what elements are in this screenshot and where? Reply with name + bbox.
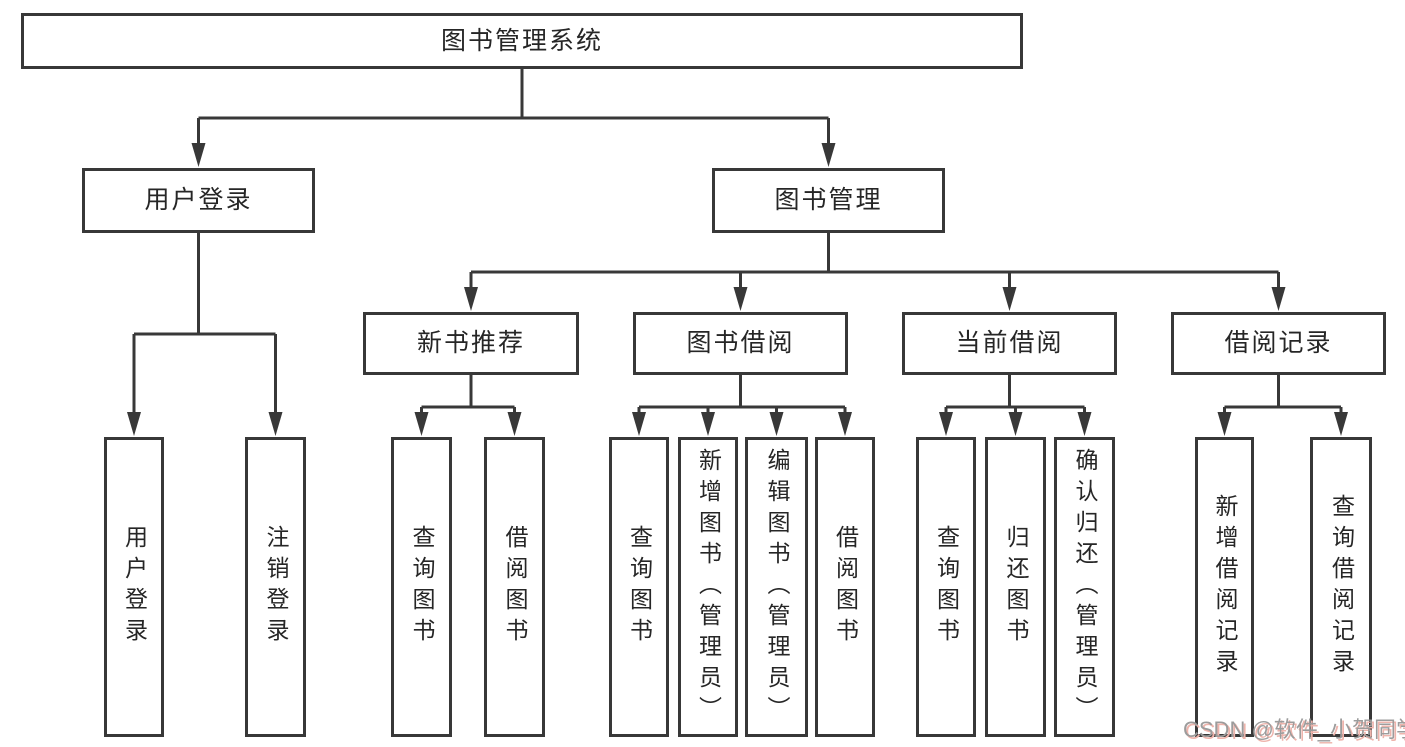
leaf-recommend-borrow-books: 借阅图书 — [484, 437, 545, 737]
node-label: 确认归还（管理员） — [1072, 447, 1098, 727]
leaf-recommend-query-books: 查询图书 — [391, 437, 452, 737]
node-label: 借阅图书 — [502, 525, 528, 649]
node-label: 归还图书 — [1003, 525, 1029, 649]
node-label: 查询图书 — [626, 525, 653, 649]
csdn-watermark: CSDN @软件_小贺同学 — [1183, 717, 1405, 742]
leaf-current-return-books: 归还图书 — [985, 437, 1046, 737]
leaf-borrowing-edit-books-admin: 编辑图书（管理员） — [745, 437, 808, 737]
leaf-borrowing-add-books-admin: 新增图书（管理员） — [678, 437, 738, 737]
node-label: 新书推荐 — [416, 329, 525, 357]
arrowheads — [127, 143, 1348, 436]
node-label: 编辑图书（管理员） — [764, 447, 790, 727]
leaf-borrowing-query-books: 查询图书 — [609, 437, 669, 737]
leaf-records-add-borrow-record: 新增借阅记录 — [1195, 437, 1254, 737]
node-borrowing-records: 借阅记录 — [1171, 312, 1386, 375]
leaf-current-query-books: 查询图书 — [916, 437, 976, 737]
node-label: 图书借阅 — [686, 329, 795, 357]
node-user-login: 用户登录 — [82, 168, 315, 233]
node-label: 查询图书 — [409, 525, 435, 649]
leaf-current-confirm-return-admin: 确认归还（管理员） — [1054, 437, 1115, 737]
node-label: 新增图书（管理员） — [695, 447, 722, 727]
node-book-borrowing: 图书借阅 — [633, 312, 848, 375]
node-label: 借阅图书 — [832, 525, 859, 649]
node-library-management-system: 图书管理系统 — [21, 13, 1023, 69]
node-label: 用户登录 — [144, 186, 253, 214]
leaf-borrowing-borrow-books: 借阅图书 — [815, 437, 875, 737]
leaf-records-query-borrow-record: 查询借阅记录 — [1310, 437, 1372, 737]
node-label: 用户登录 — [121, 525, 148, 649]
node-label: 查询图书 — [933, 525, 960, 649]
node-label: 注销登录 — [263, 525, 289, 649]
node-label: 当前借阅 — [955, 329, 1064, 357]
node-current-borrowing: 当前借阅 — [902, 312, 1117, 375]
node-new-book-recommend: 新书推荐 — [363, 312, 579, 375]
node-label: 新增借阅记录 — [1212, 494, 1238, 680]
node-label: 图书管理 — [774, 186, 883, 214]
node-label: 图书管理系统 — [440, 26, 603, 55]
leaf-user-login: 用户登录 — [104, 437, 164, 737]
node-label: 借阅记录 — [1224, 329, 1333, 357]
node-label: 查询借阅记录 — [1328, 494, 1355, 680]
node-book-management: 图书管理 — [712, 168, 945, 233]
leaf-logout: 注销登录 — [245, 437, 306, 737]
